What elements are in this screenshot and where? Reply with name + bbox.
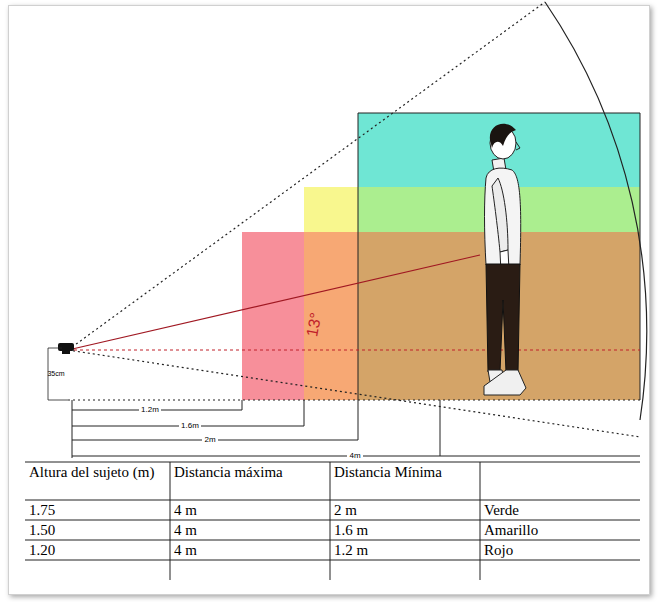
- sensor: [58, 343, 74, 351]
- distance-dimension: 2m: [202, 436, 217, 445]
- floor-line: [68, 400, 640, 401]
- green-zone-outline: [358, 113, 640, 400]
- person: [484, 124, 526, 395]
- table-header: Distancia Mínima: [334, 464, 476, 481]
- red-yellow-overlap: [304, 232, 358, 400]
- table-cell: 1.75: [29, 502, 55, 519]
- height-bracket: [48, 348, 68, 400]
- height-dimension: 35cm: [47, 370, 64, 378]
- table-header: Distancia máxima: [174, 464, 324, 481]
- sensor-base: [62, 351, 70, 354]
- table-grid: [25, 462, 640, 580]
- table-cell: 2 m: [334, 502, 357, 519]
- red-zone: [242, 232, 304, 400]
- dimension-lines: [72, 400, 640, 458]
- distance-dimension: 4m: [347, 452, 362, 461]
- table-header: Altura del sujeto (m): [29, 464, 167, 481]
- distance-dimension: 1.6m: [179, 422, 201, 431]
- table-cell: 1.6 m: [334, 522, 368, 539]
- table-cell: 1.2 m: [334, 542, 368, 559]
- distance-dimension: 1.2m: [139, 406, 161, 415]
- table-cell: 1.50: [29, 522, 55, 539]
- yellow-zone-top: [304, 187, 358, 232]
- sight-line: [68, 255, 480, 350]
- fov-top: [68, 2, 545, 350]
- fov-bottom: [68, 350, 640, 437]
- table-cell: Rojo: [484, 542, 513, 559]
- table-cell: 4 m: [174, 502, 197, 519]
- table-cell: Amarillo: [484, 522, 538, 539]
- table-cell: 4 m: [174, 522, 197, 539]
- range-arc: [545, 2, 647, 420]
- table-cell: 1.20: [29, 542, 55, 559]
- axis-line: [68, 350, 640, 351]
- table-cell: Verde: [484, 502, 519, 519]
- table-cell: 4 m: [174, 542, 197, 559]
